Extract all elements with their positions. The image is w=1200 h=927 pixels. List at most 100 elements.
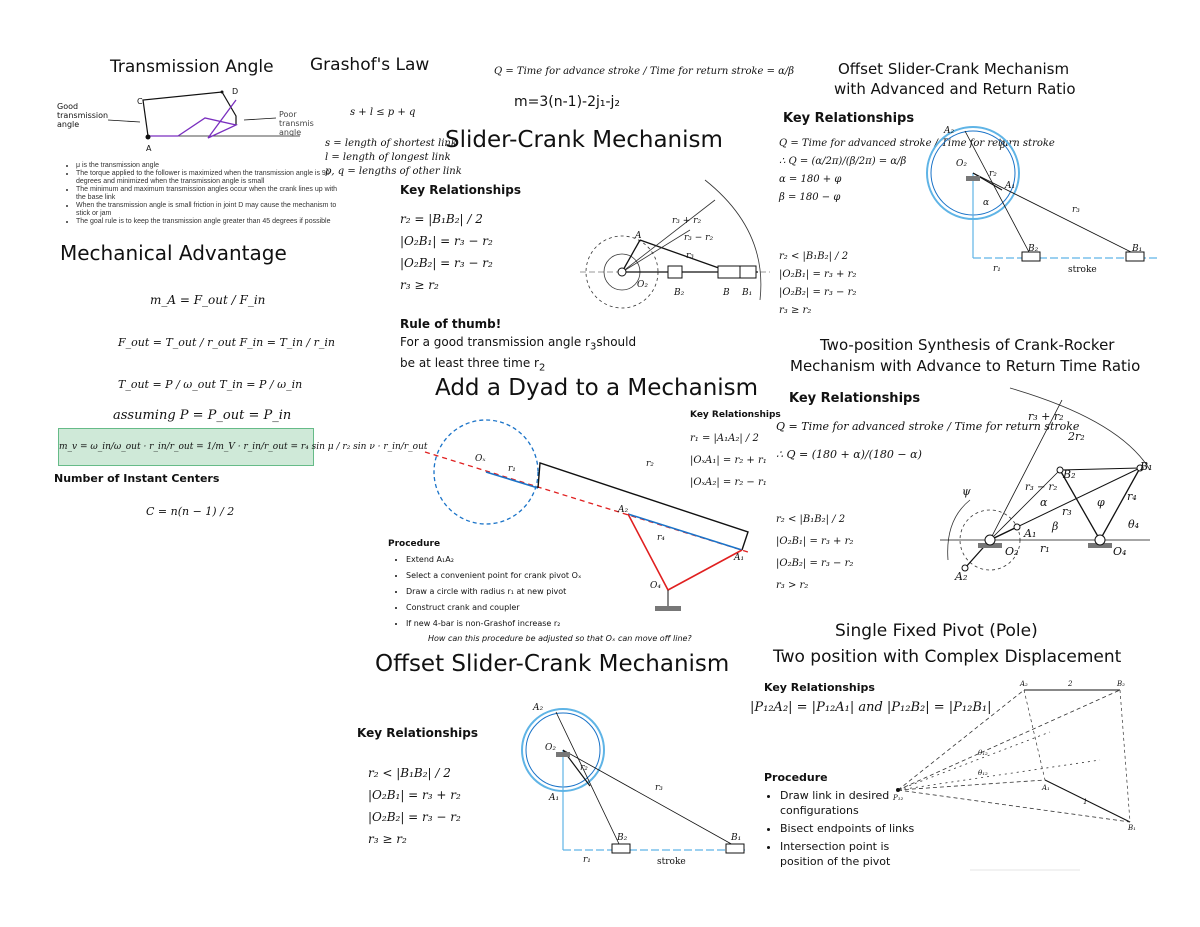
dyad-step: Draw a circle with radius r₁ at new pivo… — [406, 584, 646, 600]
offset-ratio-kr: Key Relationships — [783, 111, 915, 126]
dyad-eqs: r₁ = |A₁A₂| / 2 |OₓA₁| = r₂ + r₁ |OₓA₂| … — [690, 428, 767, 494]
svg-text:r₃ − r₂: r₃ − r₂ — [684, 233, 713, 243]
svg-text:ψ: ψ — [962, 485, 971, 498]
torque-eq: T_out = P / ω_out T_in = P / ω_in — [118, 378, 303, 391]
rule-text-3: be at least three time r — [400, 356, 539, 371]
pole-kr: Key Relationships — [764, 681, 875, 694]
svg-text:O₄: O₄ — [650, 581, 661, 591]
dyad-step: Select a convenient point for crank pivo… — [406, 568, 646, 584]
mobility-eq: m=3(n-1)-2j₁-j₂ — [514, 94, 621, 110]
assuming-eq: assuming P = P_out = P_in — [113, 408, 292, 423]
svg-text:r₄: r₄ — [657, 533, 665, 543]
offset-ratio-eqs2: r₂ < |B₁B₂| / 2 |O₂B₁| = r₃ + r₂ |O₂B₂| … — [779, 248, 856, 320]
svg-text:α: α — [983, 198, 989, 208]
svg-text:r₁: r₁ — [583, 855, 591, 865]
q-ratio-eq: Q = Time for advance stroke / Time for r… — [494, 66, 795, 77]
grashof-eq: s + l ≤ p + q — [350, 107, 416, 118]
svg-text:2: 2 — [1067, 680, 1073, 688]
svg-text:B₂: B₂ — [1116, 680, 1125, 688]
instant-centers-eq: C = n(n − 1) / 2 — [146, 505, 235, 518]
dyad-steps: Extend A₁A₂ Select a convenient point fo… — [392, 552, 646, 632]
transmission-title: Transmission Angle — [110, 57, 274, 77]
svg-text:θ₁₂: θ₁₂ — [978, 769, 988, 777]
tp-eq: ∴ Q = (180 + α)/(180 − α) — [776, 448, 922, 461]
svg-text:P₁₂: P₁₂ — [892, 794, 904, 802]
svg-text:B₁: B₁ — [1131, 244, 1142, 254]
mech-adv-title: Mechanical Advantage — [60, 241, 287, 265]
grashof-def: p, q = lengths of other link — [325, 166, 462, 177]
slider-crank-title: Slider-Crank Mechanism — [445, 127, 723, 153]
two-pos-eqs2: r₂ < |B₁B₂| / 2 |O₂B₁| = r₃ + r₂ |O₂B₂| … — [776, 509, 853, 597]
os-eq: r₂ < |B₁B₂| / 2 — [368, 766, 451, 780]
dyad-eq: |OₓA₂| = r₂ − r₁ — [690, 477, 767, 488]
svg-text:B₂: B₂ — [616, 833, 628, 843]
tp-eq2: |O₂B₁| = r₃ + r₂ — [776, 536, 854, 547]
svg-text:r₃ − r₂: r₃ − r₂ — [1025, 482, 1057, 493]
or-eq: Q = Time for advanced stroke / Time for … — [779, 138, 1055, 149]
good-angle-label: Good transmission angle — [57, 102, 109, 129]
dyad-kr: Key Relationships — [690, 410, 781, 420]
svg-text:B₁: B₁ — [1127, 824, 1136, 832]
sc-eq: |O₂B₁| = r₃ − r₂ — [400, 234, 493, 248]
svg-text:r₃ + r₂: r₃ + r₂ — [672, 216, 701, 226]
grashof-def: l = length of longest link — [325, 152, 451, 163]
note-item: When the transmission angle is small fri… — [76, 202, 338, 218]
dyad-question: How can this procedure be adjusted so th… — [428, 634, 692, 643]
svg-text:B₂: B₂ — [1062, 468, 1076, 481]
tp-eq: Q = Time for advanced stroke / Time for … — [776, 420, 1080, 433]
svg-text:A₂: A₂ — [532, 703, 543, 713]
pole-title-1: Single Fixed Pivot (Pole) — [835, 621, 1038, 641]
pole-title-2: Two position with Complex Displacement — [773, 647, 1122, 667]
instant-centers-title: Number of Instant Centers — [54, 472, 220, 485]
two-pos-title-2: Mechanism with Advance to Return Time Ra… — [790, 357, 1141, 375]
or-eq: ∴ Q = (α/2π)/(β/2π) = α/β — [779, 156, 907, 167]
os-eq: |O₂B₁| = r₃ + r₂ — [368, 788, 461, 802]
svg-text:2r₂: 2r₂ — [1067, 430, 1085, 443]
svg-text:stroke: stroke — [657, 857, 686, 867]
two-pos-kr: Key Relationships — [789, 391, 921, 406]
pole-step: Draw link in desired configurations — [780, 788, 920, 818]
dyad-eq: r₁ = |A₁A₂| / 2 — [690, 433, 759, 444]
rule-text-1: For a good transmission angle r — [400, 335, 590, 349]
point-d: D — [232, 87, 239, 96]
offset-slider-title: Offset Slider-Crank Mechanism — [375, 651, 730, 677]
svg-text:B₁: B₁ — [730, 833, 741, 843]
svg-text:r₁: r₁ — [1040, 542, 1050, 555]
pole-proc-title: Procedure — [764, 771, 828, 784]
or-eq: α = 180 + φ — [779, 174, 842, 185]
offset-ratio-title-1: Offset Slider-Crank Mechanism — [838, 60, 1070, 78]
svg-text:A₂: A₂ — [617, 505, 628, 515]
tp-eq2: r₃ > r₂ — [776, 580, 809, 591]
svg-text:r₃: r₃ — [655, 783, 663, 793]
or-eq2: r₃ ≥ r₂ — [779, 305, 812, 316]
note-item: The goal rule is to keep the transmissio… — [76, 218, 338, 226]
rule-text: For a good transmission angle r3should b… — [400, 335, 637, 374]
grashof-def: s = length of shortest link — [325, 138, 457, 149]
svg-text:A₁: A₁ — [733, 553, 744, 563]
note-item: μ is the transmission angle — [76, 162, 338, 170]
poor-angle-label: Poor transmis angle — [279, 110, 314, 137]
svg-text:β: β — [999, 141, 1005, 151]
svg-text:β: β — [1051, 520, 1058, 533]
dyad-title: Add a Dyad to a Mechanism — [435, 375, 759, 401]
tp-eq2: |O₂B₂| = r₃ − r₂ — [776, 558, 854, 569]
svg-text:O₄: O₄ — [1113, 545, 1126, 558]
svg-text:r₁: r₁ — [993, 264, 1001, 274]
svg-text:O₂: O₂ — [545, 743, 556, 753]
transmission-notes: μ is the transmission angle The torque a… — [62, 162, 338, 226]
note-item: The minimum and maximum transmission ang… — [76, 186, 338, 202]
sc-eq: |O₂B₂| = r₃ − r₂ — [400, 256, 493, 270]
svg-text:A₁: A₁ — [1041, 784, 1050, 792]
offset-slider-kr: Key Relationships — [357, 726, 478, 740]
pole-eq: |P₁₂A₂| = |P₁₂A₁| and |P₁₂B₂| = |P₁₂B₁| — [750, 700, 992, 715]
ma-eq: m_A = F_out / F_in — [150, 293, 266, 307]
svg-text:θ₄: θ₄ — [1128, 518, 1139, 531]
os-eq: |O₂B₂| = r₃ − r₂ — [368, 810, 461, 824]
svg-text:r₃: r₃ — [1062, 505, 1072, 518]
svg-text:O₂: O₂ — [637, 280, 648, 290]
svg-text:O₂: O₂ — [956, 159, 967, 169]
